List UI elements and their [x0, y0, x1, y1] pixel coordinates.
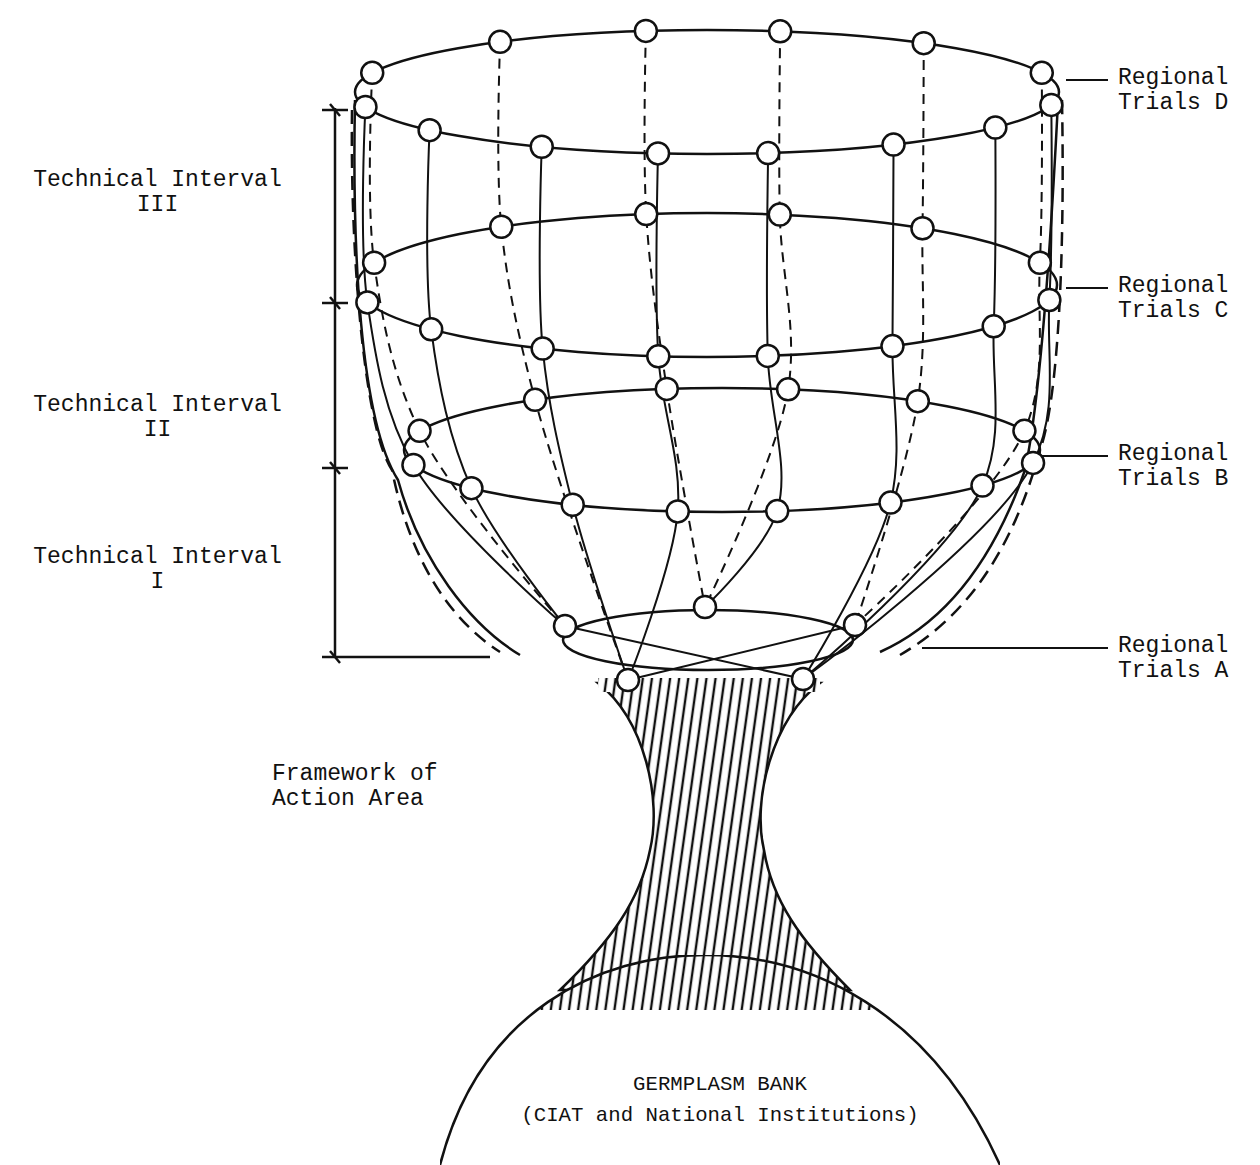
stem [560, 683, 850, 990]
meridian-line [855, 43, 924, 625]
trial-site [769, 20, 791, 42]
meridian-line [370, 73, 565, 626]
trial-site [1038, 289, 1060, 311]
trial-site [983, 315, 1005, 337]
trial-site [490, 216, 512, 238]
meridian-line [645, 31, 705, 607]
trial-site [792, 668, 814, 690]
meridian-line [363, 107, 565, 626]
meridian-line [803, 105, 1052, 679]
trial-site [361, 62, 383, 84]
node-subtitle: (CIAT and National Institutions) [440, 1104, 1000, 1129]
node-heading: GERMPLASM BANK [440, 1073, 1000, 1098]
trial-site [524, 389, 546, 411]
trial-site [881, 335, 903, 357]
trial-site [409, 420, 431, 442]
trial-site [402, 454, 424, 476]
trial-site [531, 136, 553, 158]
meridian-line [705, 31, 791, 607]
trial-site [757, 142, 779, 164]
trial-site [984, 117, 1006, 139]
annotation-label: Regional Trials A [1118, 634, 1253, 685]
annotation-label: Regional Trials C [1118, 274, 1253, 325]
annotation-label: Regional Trials B [1118, 442, 1253, 493]
trial-site [777, 378, 799, 400]
dome-hatch-band [440, 950, 1000, 1010]
trial-site [354, 96, 376, 118]
meridian-line [498, 42, 628, 680]
annotation-label: Framework of Action Area [272, 762, 487, 813]
trial-site [460, 477, 482, 499]
trial-site [635, 203, 657, 225]
germplasm-dome: GERMPLASM BANK (CIAT and National Institu… [440, 955, 1000, 1165]
meridian-line [855, 73, 1042, 625]
trial-site [911, 217, 933, 239]
trial-site [757, 345, 779, 367]
meridian-line [427, 130, 565, 626]
trial-site [766, 500, 788, 522]
trial-site [363, 252, 385, 274]
trial-site [883, 134, 905, 156]
trial-site [356, 291, 378, 313]
trial-site [769, 204, 791, 226]
trial-site [844, 614, 866, 636]
trial-site [694, 596, 716, 618]
trial-site [647, 142, 669, 164]
trial-ring [404, 388, 1040, 512]
trial-site [489, 31, 511, 53]
trial-site [1040, 94, 1062, 116]
trial-ring [357, 213, 1057, 357]
trial-site [532, 338, 554, 360]
meridian-line [803, 128, 996, 679]
trial-site [1031, 62, 1053, 84]
meridian-line [540, 147, 628, 680]
trial-site [1029, 252, 1051, 274]
meridian-line [628, 153, 678, 680]
annotation-label: Technical Interval I [20, 545, 295, 596]
trial-site [562, 494, 584, 516]
trial-site [880, 492, 902, 514]
trial-site [420, 318, 442, 340]
dome-outline [440, 955, 1000, 1165]
leader-line [922, 80, 1108, 648]
trial-site [656, 378, 678, 400]
trial-site [971, 475, 993, 497]
trial-site [913, 32, 935, 54]
trial-site [419, 119, 441, 141]
trial-site [617, 669, 639, 691]
cup-outline [352, 100, 1063, 655]
annotation-label: Technical Interval II [20, 393, 295, 444]
trial-site [667, 500, 689, 522]
trial-site [1013, 420, 1035, 442]
trial-site [907, 390, 929, 412]
trial-ring [355, 30, 1059, 154]
annotation-label: Technical Interval III [20, 168, 295, 219]
annotation-label: Regional Trials D [1118, 66, 1253, 117]
trial-site [635, 20, 657, 42]
trial-site [1022, 452, 1044, 474]
interval-scale [322, 104, 490, 663]
trial-site [647, 345, 669, 367]
trial-site [554, 615, 576, 637]
